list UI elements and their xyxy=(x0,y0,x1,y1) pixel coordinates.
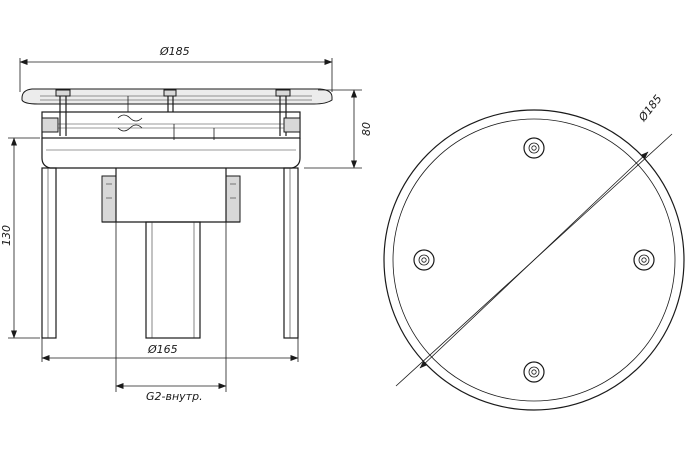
side-view: Ø185 xyxy=(0,45,373,403)
outlet-nozzle xyxy=(101,168,241,223)
leg-left xyxy=(41,167,57,339)
dim-label-plan-diameter: Ø185 xyxy=(636,92,665,124)
outer-circle xyxy=(383,109,685,411)
mounting-hole-bottom xyxy=(523,361,545,383)
thread-label: G2-внутр. xyxy=(146,390,203,403)
thread-left xyxy=(101,175,117,223)
dimension-plan-diameter: Ø185 xyxy=(395,92,673,387)
mounting-hole-right xyxy=(633,249,655,271)
dimension-height-left: 130 xyxy=(0,137,40,339)
gasket-left xyxy=(41,117,59,133)
body-collar xyxy=(41,111,301,140)
mounting-hole-top xyxy=(523,137,545,159)
inner-circle xyxy=(392,118,676,402)
dim-label-top-diameter: Ø185 xyxy=(159,45,190,58)
gasket-right xyxy=(283,117,301,133)
leg-right xyxy=(283,167,299,339)
lid-screw-center xyxy=(163,89,177,112)
dimension-top-diameter: Ø185 xyxy=(19,45,333,92)
plan-view: Ø185 xyxy=(383,92,685,411)
dim-label-height-left: 130 xyxy=(0,225,13,246)
housing-bowl xyxy=(41,138,301,169)
dim-label-bottom-diameter: Ø165 xyxy=(147,343,178,356)
mounting-hole-left xyxy=(413,249,435,271)
dimension-thread: G2-внутр. xyxy=(115,222,227,403)
lid-screw-left xyxy=(55,89,71,136)
thread-right xyxy=(225,175,241,223)
dimension-height-right: 80 xyxy=(304,89,373,169)
dim-label-height-right: 80 xyxy=(360,122,373,136)
drain-pipe xyxy=(145,221,201,339)
dimension-bottom-diameter: Ø165 xyxy=(41,338,299,362)
